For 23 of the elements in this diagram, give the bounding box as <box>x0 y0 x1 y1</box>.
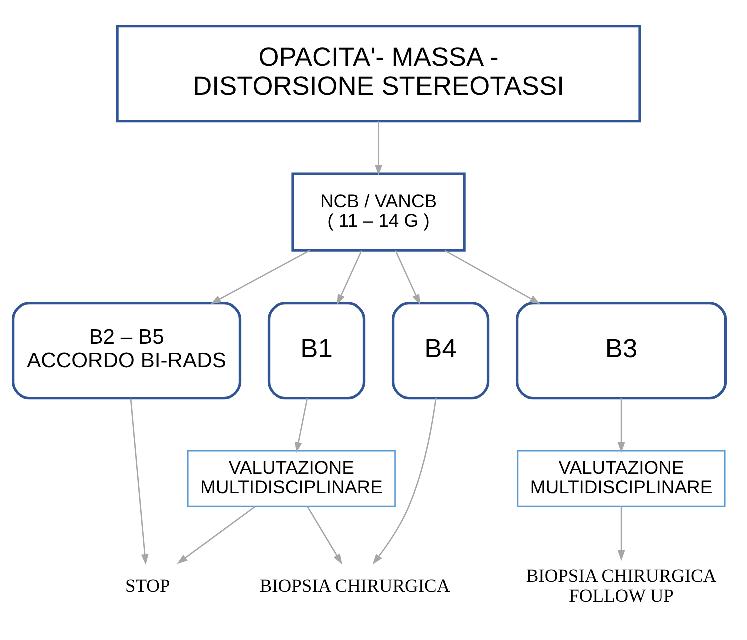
arrow <box>618 398 626 453</box>
node-box: B3 <box>516 302 728 400</box>
arrow <box>618 506 626 561</box>
arrow <box>444 250 541 304</box>
node-box: B2 – B5 ACCORDO BI-RADS <box>12 302 242 400</box>
arrow <box>395 250 420 305</box>
arrow <box>337 250 362 305</box>
node-text: BIOPSIA CHIRURGICA <box>260 575 450 596</box>
node-box: OPACITA'- MASSA - DISTORSIONE STEREOTASSI <box>116 24 642 122</box>
node-box: NCB / VANCB ( 11 – 14 G ) <box>292 172 466 252</box>
arrow <box>210 250 311 304</box>
arrow <box>130 398 149 565</box>
arrow <box>307 506 342 564</box>
node-box: B4 <box>392 302 490 400</box>
arrow <box>295 398 308 452</box>
node-box: VALUTAZIONE MULTIDISCIPLINARE <box>517 450 726 507</box>
node-box: B1 <box>268 302 366 400</box>
arrow <box>375 120 382 176</box>
node-box: VALUTAZIONE MULTIDISCIPLINARE <box>187 450 396 507</box>
node-text: BIOPSIA CHIRURGICA FOLLOW UP <box>526 566 717 606</box>
arrow <box>177 506 256 564</box>
node-text: STOP <box>125 575 170 596</box>
arrow <box>372 398 437 564</box>
